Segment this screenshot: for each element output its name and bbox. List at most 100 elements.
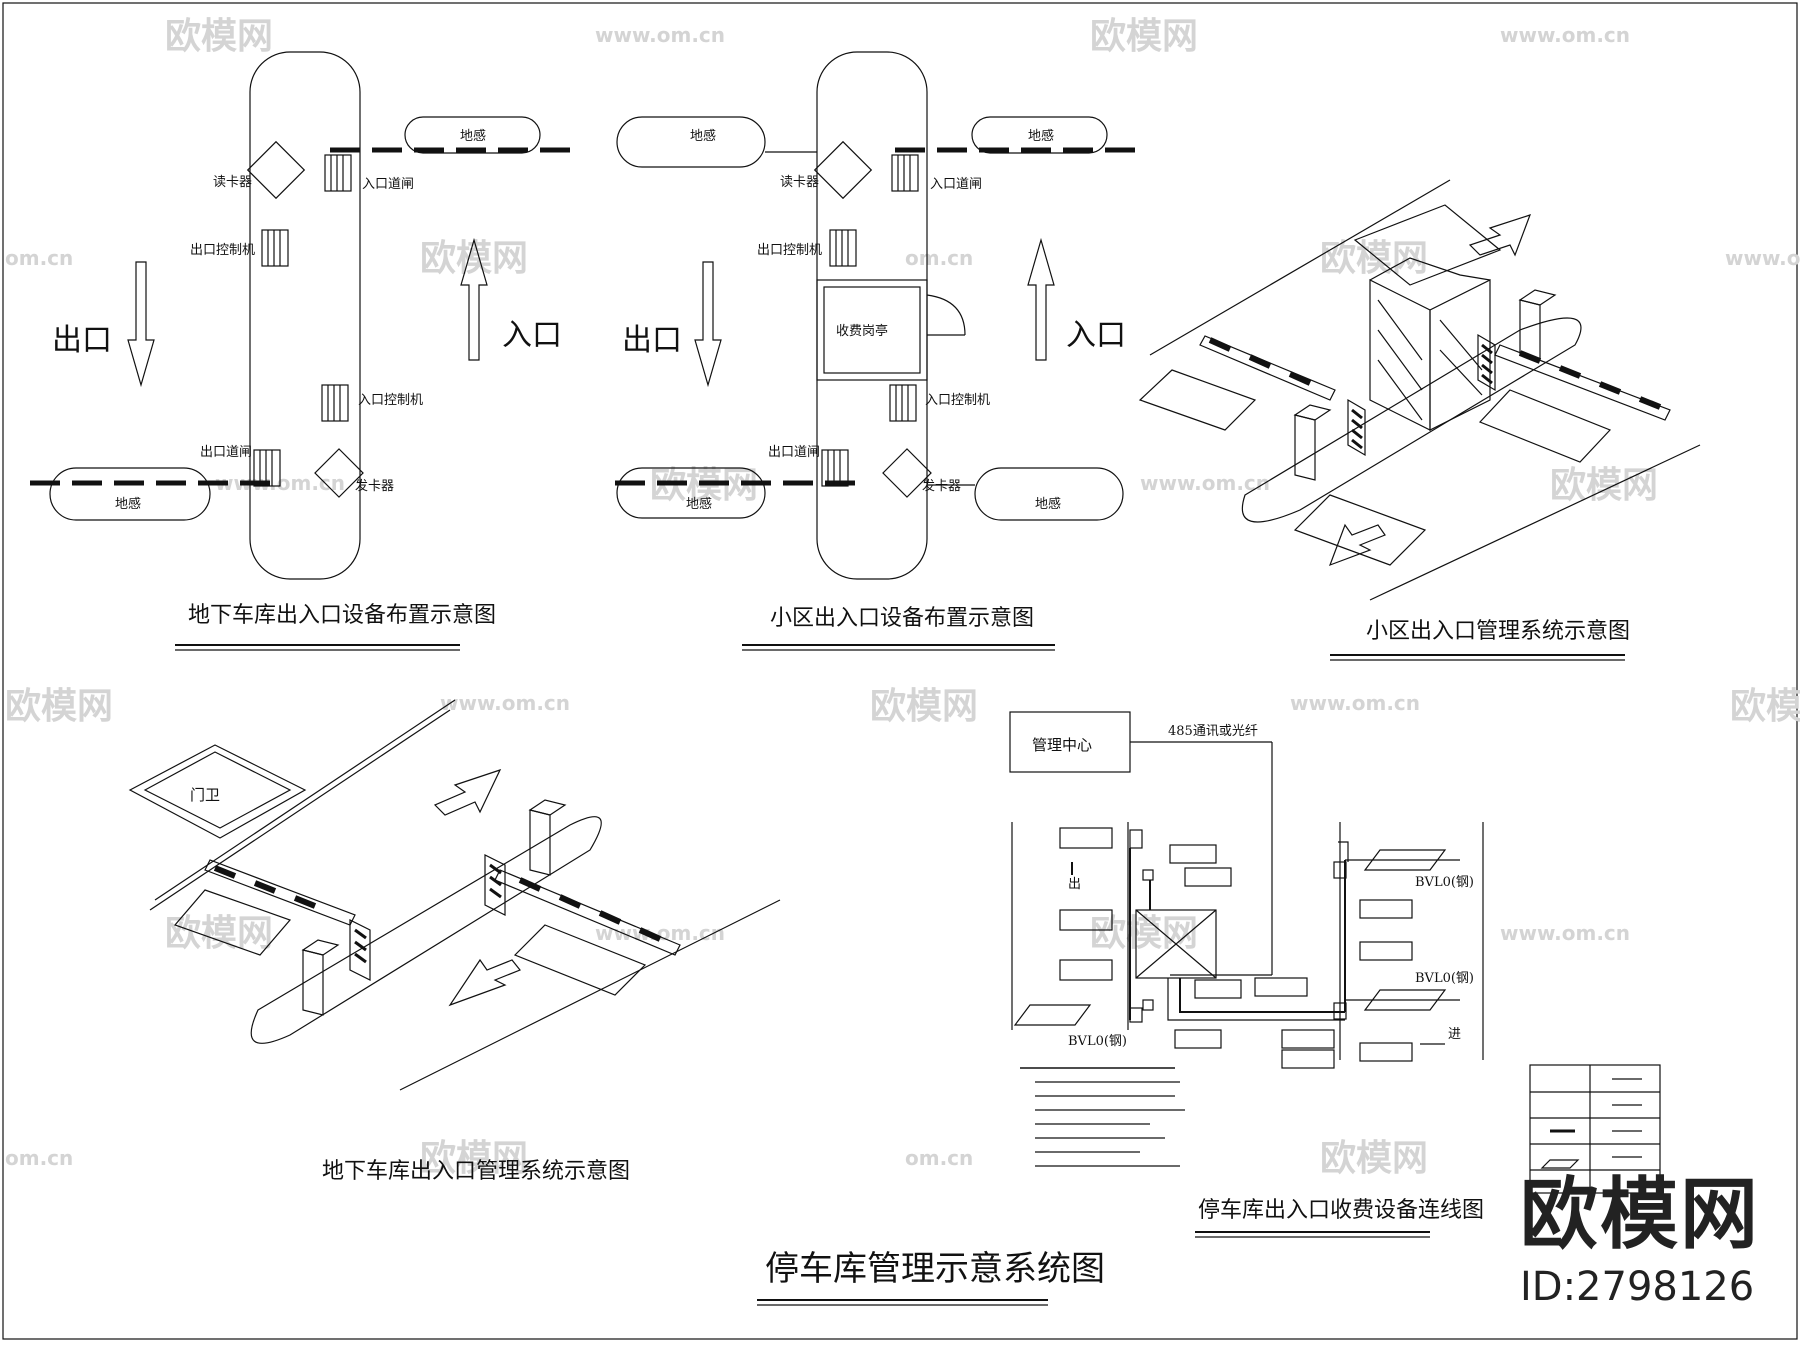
- watermark-logo: 欧模网: [1090, 16, 1198, 57]
- watermark-logo: 欧模网: [5, 686, 113, 727]
- exit-mark: 出: [1068, 877, 1081, 892]
- watermark-short: om.cn: [5, 1146, 73, 1170]
- panel-underground-system: 门卫 地下车库出入口管理系统示意图: [128, 699, 781, 1184]
- watermark-logo: 欧模网: [420, 1138, 528, 1179]
- booth-hatch: [1377, 299, 1483, 421]
- ground-loop: [1013, 1004, 1092, 1026]
- watermark-url: www.om.cn: [1500, 23, 1630, 47]
- ground-loop: [1363, 849, 1447, 871]
- panel-title: 地下车库出入口设备布置示意图: [188, 603, 496, 628]
- watermark-layer: 欧模网 欧模网 www.om.cn www.om.cn 欧模网 欧模网 om.c…: [5, 16, 1800, 1179]
- guard-room: [128, 744, 307, 839]
- card-issuer-label: 发卡器: [355, 478, 394, 494]
- exit-controller-icon: [261, 229, 289, 267]
- ground-sensor-label: 地感: [460, 128, 486, 144]
- watermark-logo: 欧模网: [1090, 913, 1198, 954]
- card-reader-label: 读卡器: [213, 175, 252, 190]
- card-issuer-label: 发卡器: [922, 478, 961, 494]
- entry-label: 入口: [502, 318, 562, 353]
- entry-arrow: [448, 958, 521, 1007]
- entry-arrow: [460, 237, 488, 361]
- ground-sensor: [404, 116, 541, 154]
- exit-controller-icon: [829, 229, 857, 267]
- barrier-arm: [204, 859, 356, 926]
- watermark-logo: 欧模网: [1550, 465, 1658, 506]
- panel-title: 停车库出入口收费设备连线图: [1198, 1198, 1484, 1223]
- bvl-label: BVL0(钢): [1415, 875, 1474, 890]
- card-controller: [1294, 414, 1316, 481]
- exit-label: 出口: [52, 323, 112, 358]
- lane-island: [250, 816, 602, 1044]
- entry-gate-label: 入口道闸: [930, 177, 982, 192]
- management-center-label: 管理中心: [1032, 736, 1092, 754]
- panel-community-layout: 地感 地感 地感 地感 读卡器 入口道闸 出口控制机 收费岗亭 入口控制机: [615, 51, 1145, 651]
- entry-arrow: [1027, 237, 1055, 361]
- main-title: 停车库管理示意系统图: [765, 1249, 1105, 1289]
- brand-logo: 欧模网: [1519, 1170, 1760, 1260]
- card-reader-icon: [246, 140, 306, 200]
- legend-table: [1529, 1064, 1661, 1194]
- entry-mark: 进: [1448, 1027, 1461, 1042]
- ground-sensor: [1478, 389, 1612, 463]
- panel-title: 小区出入口设备布置示意图: [770, 606, 1034, 631]
- ground-sensor: [173, 889, 292, 956]
- ground-sensor: [971, 116, 1108, 154]
- exit-arrow: [433, 768, 502, 816]
- exit-controller-label: 出口控制机: [190, 243, 255, 258]
- panel-title: 小区出入口管理系统示意图: [1366, 619, 1630, 644]
- watermark-short: om.cn: [905, 246, 973, 270]
- lane-island: [249, 51, 361, 580]
- entry-arrow: [1328, 523, 1386, 567]
- entry-controller-icon: [889, 384, 917, 422]
- panel-underground-layout: 地感 地感 读卡器 入口道闸 出口控制机 入口控制机 出口道闸: [30, 51, 580, 651]
- booth-door: [926, 294, 966, 336]
- exit-label: 出口: [622, 323, 682, 358]
- gate-device: [1129, 829, 1143, 849]
- ground-sensor-label: 地感: [690, 128, 716, 144]
- panel-title: 地下车库出入口管理系统示意图: [322, 1159, 630, 1184]
- ground-sensor: [616, 467, 766, 519]
- lane-island: [1241, 317, 1582, 523]
- ground-loop: [1363, 989, 1447, 1011]
- ground-sensor-label: 地感: [686, 496, 712, 512]
- entry-controller-label: 入口控制机: [925, 393, 990, 408]
- watermark-logo: 欧模网: [870, 686, 978, 727]
- link-label: 485通讯或光纤: [1168, 724, 1258, 739]
- entry-gate-icon: [891, 154, 919, 192]
- bvl-label: BVL0(钢): [1068, 1034, 1127, 1049]
- brand-id: ID:2798126: [1519, 1264, 1755, 1310]
- watermark-url: www.om.cn: [440, 691, 570, 715]
- card-reader-label: 读卡器: [780, 175, 819, 190]
- toll-booth: [816, 279, 928, 381]
- booth-roof: [1353, 204, 1502, 286]
- card-reader-icon: [813, 140, 873, 200]
- watermark-logo: 欧模网: [1320, 1138, 1428, 1179]
- exit-arrow: [694, 261, 722, 388]
- ground-sensor-label: 地感: [115, 496, 141, 512]
- entry-label: 入口: [1066, 318, 1126, 353]
- ground-sensor-label: 地感: [1028, 128, 1054, 144]
- watermark-url: www.om.cn: [595, 23, 725, 47]
- watermark-url: www.om.cn: [1725, 246, 1800, 270]
- notes-block: [1020, 1067, 1185, 1167]
- panel-community-system: 小区出入口管理系统示意图: [1138, 179, 1701, 661]
- ground-sensor: [513, 924, 647, 996]
- entry-gate-label: 入口道闸: [362, 177, 414, 192]
- watermark-logo: 欧模网: [165, 913, 273, 954]
- card-issuer-icon: [314, 448, 364, 498]
- brand-block: 欧模网 ID:2798126: [1520, 1176, 1760, 1310]
- toll-booth-label: 收费岗亭: [836, 323, 888, 339]
- barrier-arm: [1199, 335, 1336, 401]
- ground-sensor: [49, 467, 211, 521]
- exit-controller-label: 出口控制机: [757, 243, 822, 258]
- watermark-url: www.om.cn: [1290, 691, 1420, 715]
- entry-gate-icon: [324, 154, 352, 192]
- controller-box: [1135, 909, 1217, 979]
- watermark-short: om.cn: [905, 1146, 973, 1170]
- gate-device: [1129, 1007, 1143, 1023]
- entry-controller-label: 入口控制机: [358, 393, 423, 408]
- lane-island: [816, 51, 928, 580]
- gate-device: [1333, 861, 1347, 879]
